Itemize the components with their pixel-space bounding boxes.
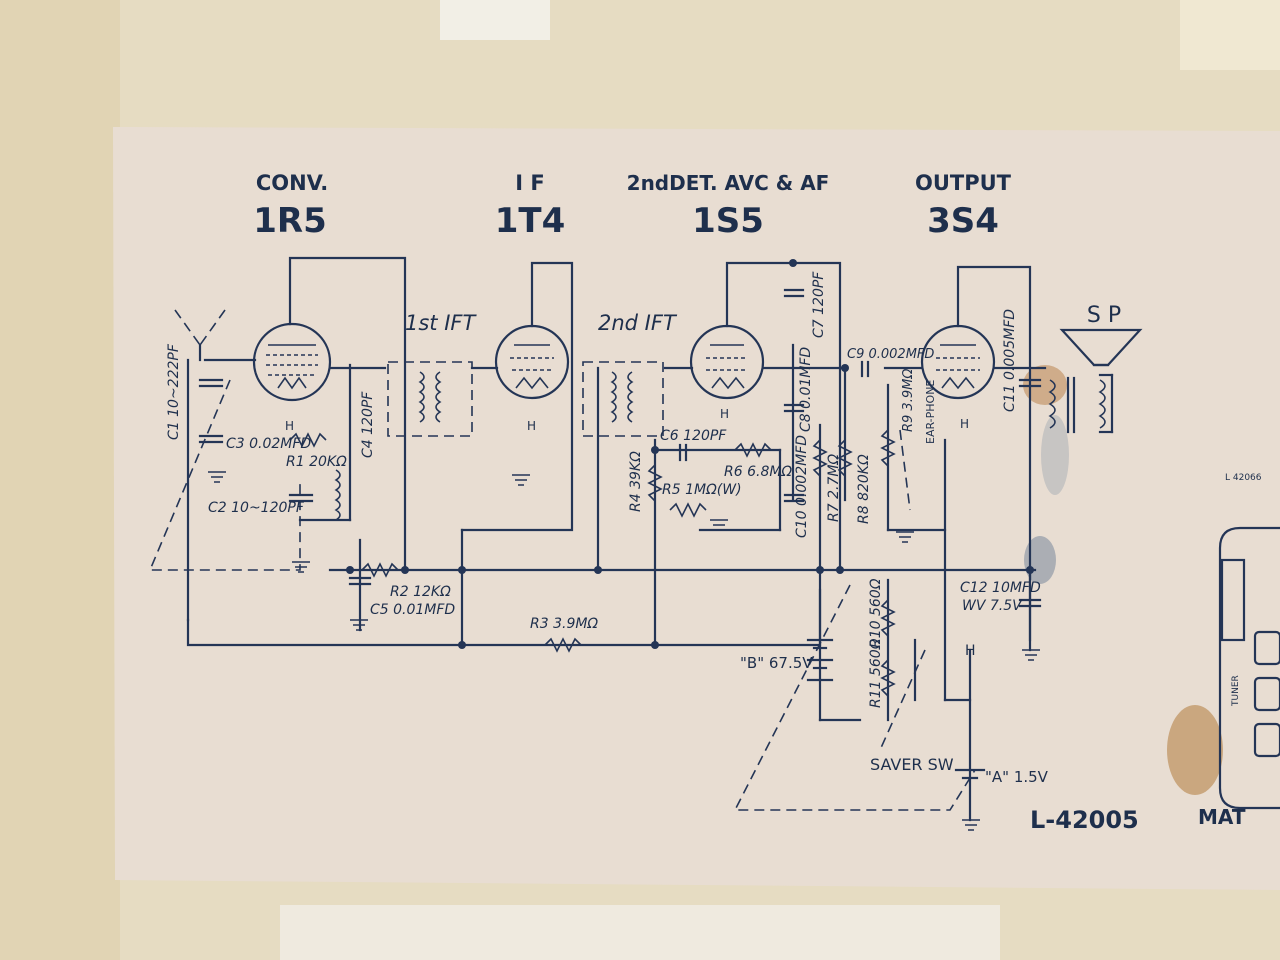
label-r1: R1 20KΩ [286,454,347,470]
label-r5: R5 1MΩ(W) [662,482,742,498]
label-c9: C9 0.002MFD [847,347,934,362]
label-r8: R8 820KΩ [856,454,872,524]
tube-3-function: 2ndDET. AVC & AF [627,171,830,195]
speaker-label: S P [1087,303,1121,328]
label-c12: C12 10MFD [960,580,1041,596]
label-r9: R9 3.9MΩ [901,369,916,432]
capacitor-symbols [198,288,1042,608]
label-r10: R10 560Ω [868,578,884,648]
component-labels: C1 10~222PF C3 0.02MFD R1 20KΩ C4 120PF … [166,271,1049,786]
tube-2-type: 1T4 [495,201,566,241]
label-c10: C10 0.002MFD [794,435,810,538]
label-r4: R4 39KΩ [628,451,644,512]
water-stain-2 [1024,536,1056,584]
label-heater-switch: H [965,643,976,659]
label-c4: C4 120PF [360,391,376,458]
label-battery-b: "B" 67.5V [740,654,813,672]
tuner-label: TUNER [1231,675,1241,707]
label-r7: R7 2.7MΩ [826,454,842,522]
label-r3: R3 3.9MΩ [530,616,598,632]
tube-3-type: 1S5 [692,201,764,241]
label-c6: C6 120PF [660,428,727,444]
label-c1: C1 10~222PF [166,343,182,440]
rust-stain [1023,365,1067,405]
label-c5: C5 0.01MFD [370,602,455,618]
label-r6: R6 6.8MΩ [724,464,792,480]
label-heater-conv: H [285,419,294,433]
water-stain [1041,415,1069,495]
bottom-ledge [280,905,1000,960]
label-r11: R11 560Ω [868,638,884,708]
tube-4-type: 3S4 [927,201,999,241]
label-c12-wv: WV 7.5V [962,598,1023,614]
speaker-symbol [1059,328,1143,434]
label-earphone: EAR-PHONE [924,380,937,444]
junctions [346,259,1034,649]
tube-4-function: OUTPUT [915,171,1012,195]
right-fragment: L 42066 TUNER MAT [1198,473,1280,829]
tube-2-function: I F [515,171,544,195]
label-c11: C11 0.005MFD [1002,309,1018,412]
label-heater-det: H [720,407,729,421]
battery-b-symbol [806,638,834,682]
label-heater-output: H [960,417,969,431]
antenna-symbol [174,309,226,362]
resistor-symbols [289,429,896,697]
second-ift-box [582,361,664,437]
label-c3: C3 0.02MFD [226,436,311,452]
first-ift-box [387,361,473,437]
tube-1-function: CONV. [256,171,328,195]
second-ift-label: 2nd IFT [598,311,678,335]
drawing-number: L-42005 [1030,806,1139,834]
label-r2: R2 12KΩ [390,584,451,600]
gang-linkage [148,379,976,811]
side-number: L 42066 [1225,473,1262,483]
label-heater-if: H [527,419,536,433]
ground-symbols [208,471,1040,831]
tube-1r5-symbol [252,322,332,402]
label-c7: C7 120PF [811,271,827,338]
label-c2: C2 10~120PF [208,500,305,516]
label-c8: C8 0.01MFD [798,347,814,432]
top-right-tab [1180,0,1280,70]
rust-stain-2 [1167,705,1223,795]
tube-3s4-symbol [920,324,996,400]
left-case-edge [0,0,120,960]
first-ift-label: 1st IFT [405,311,477,335]
label-battery-a: "A" 1.5V [985,768,1049,786]
label-saver-switch: SAVER SW [870,755,954,774]
top-tab [440,0,550,40]
brand-fragment: MAT [1198,805,1246,829]
output-transformer-symbol [1048,376,1076,434]
ift-coils [334,371,634,521]
tube-1-type: 1R5 [253,201,327,241]
